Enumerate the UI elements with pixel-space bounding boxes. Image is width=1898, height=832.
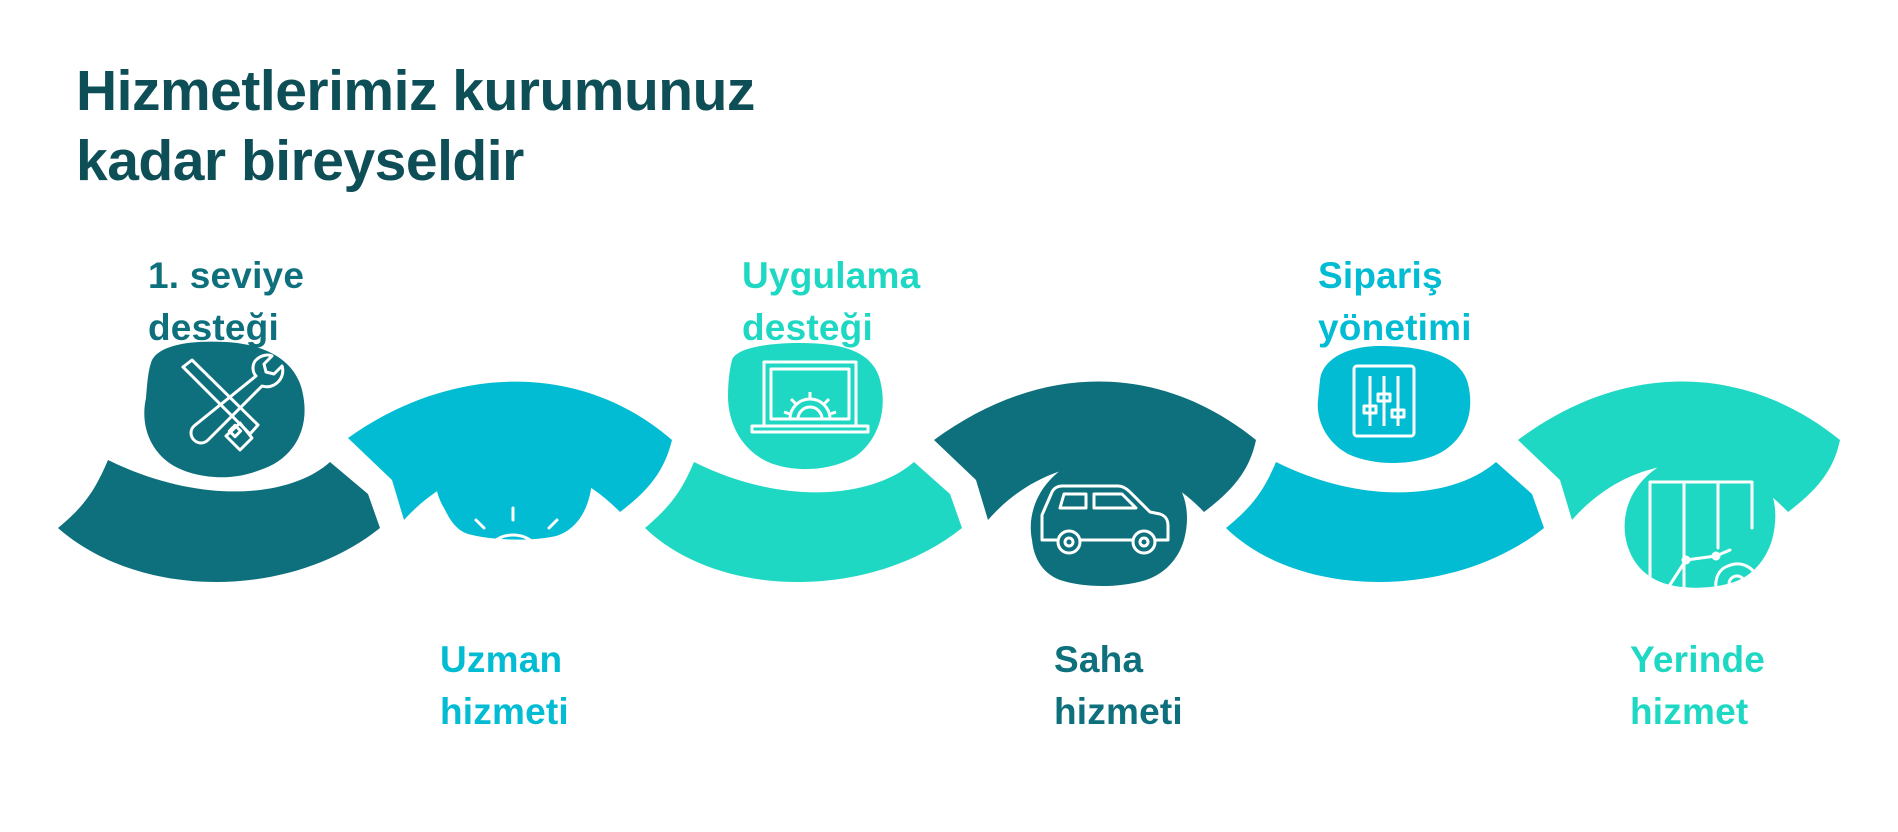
step-1-label-line-2: desteği xyxy=(148,307,279,348)
step-4-badge xyxy=(1030,454,1187,586)
step-2-label-line-1: Uzman xyxy=(440,639,563,680)
step-4-label: Saha hizmeti xyxy=(1054,634,1183,738)
wave-segment-1 xyxy=(58,460,380,582)
step-3-badge xyxy=(728,343,883,470)
page-title: Hizmetlerimiz kurumunuz kadar bireyseldi… xyxy=(76,56,755,196)
step-3-label: Uygulama desteği xyxy=(742,250,920,354)
step-5-badge xyxy=(1317,346,1471,463)
step-5-label-line-1: Sipariş xyxy=(1318,255,1443,296)
step-5-label-line-2: yönetimi xyxy=(1318,307,1472,348)
title-line-2: kadar bireyseldir xyxy=(76,129,524,193)
lightbulb-icon xyxy=(456,506,570,621)
car-icon xyxy=(1040,484,1170,555)
step-4-label-line-1: Saha xyxy=(1054,639,1144,680)
step-6-label: Yerinde hizmet xyxy=(1630,634,1765,738)
step-1-badge xyxy=(144,341,305,478)
step-6-label-line-2: hizmet xyxy=(1630,691,1749,732)
step-3-label-line-2: desteği xyxy=(742,307,873,348)
step-2-label-line-2: hizmeti xyxy=(440,691,569,732)
step-6-badge xyxy=(1624,455,1776,622)
step-3-label-line-1: Uygulama xyxy=(742,255,921,296)
step-4-label-line-2: hizmeti xyxy=(1054,691,1183,732)
step-2-badge xyxy=(435,410,593,621)
step-5-label: Sipariş yönetimi xyxy=(1318,250,1472,354)
step-1-label: 1. seviye desteği xyxy=(148,250,304,354)
sliders-icon xyxy=(1352,364,1416,438)
laptop-gear-icon xyxy=(750,360,870,434)
step-2-label: Uzman hizmeti xyxy=(440,634,569,738)
wave-segment-5 xyxy=(1226,462,1544,582)
step-1-label-line-1: 1. seviye xyxy=(148,255,305,296)
wave-segment-3 xyxy=(645,462,962,582)
title-line-1: Hizmetlerimiz kurumunuz xyxy=(76,59,755,123)
tools-icon xyxy=(181,353,285,452)
map-pin-icon xyxy=(1648,480,1760,622)
step-6-label-line-1: Yerinde xyxy=(1630,639,1766,680)
